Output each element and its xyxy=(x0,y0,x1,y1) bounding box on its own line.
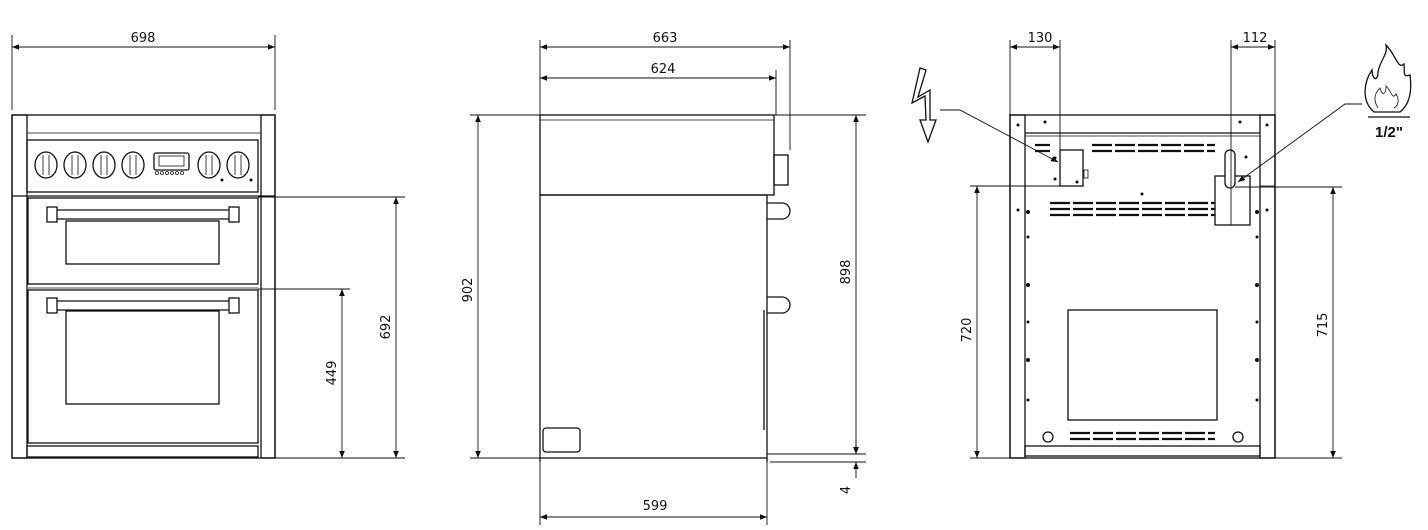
dim-side-4: 4 xyxy=(839,486,854,494)
dim-back-715: 715 xyxy=(1316,313,1331,338)
dim-front-692: 692 xyxy=(379,315,394,340)
control-knobs xyxy=(34,151,253,182)
dim-side-599: 599 xyxy=(643,499,668,514)
upper-oven-door xyxy=(27,197,259,285)
dim-side-898: 898 xyxy=(839,260,854,285)
front-view: 698 692 449 xyxy=(11,31,405,459)
lower-oven-door xyxy=(27,289,259,444)
rear-panel-plate xyxy=(1067,309,1218,421)
back-view: 130 112 720 715 1/2" xyxy=(911,31,1412,459)
dim-side-624: 624 xyxy=(651,62,676,77)
dim-side-902: 902 xyxy=(461,278,476,303)
gas-connection-size: 1/2" xyxy=(1375,124,1403,141)
vents xyxy=(1035,143,1215,441)
dim-front-449: 449 xyxy=(325,361,340,386)
knob-profile xyxy=(773,154,789,186)
timer-display xyxy=(153,152,190,171)
side-view: 663 624 902 898 4 599 xyxy=(461,31,866,525)
gas-flame-icon xyxy=(1364,43,1412,118)
electricity-icon xyxy=(911,67,937,144)
electrical-terminal-box xyxy=(1059,149,1084,187)
dim-back-720: 720 xyxy=(960,318,975,343)
control-panel xyxy=(26,139,259,193)
dim-front-width: 698 xyxy=(131,31,156,46)
dim-side-663: 663 xyxy=(653,31,678,46)
dim-back-130: 130 xyxy=(1028,31,1053,46)
gas-pipe xyxy=(1224,149,1236,189)
dim-back-112: 112 xyxy=(1243,31,1268,46)
